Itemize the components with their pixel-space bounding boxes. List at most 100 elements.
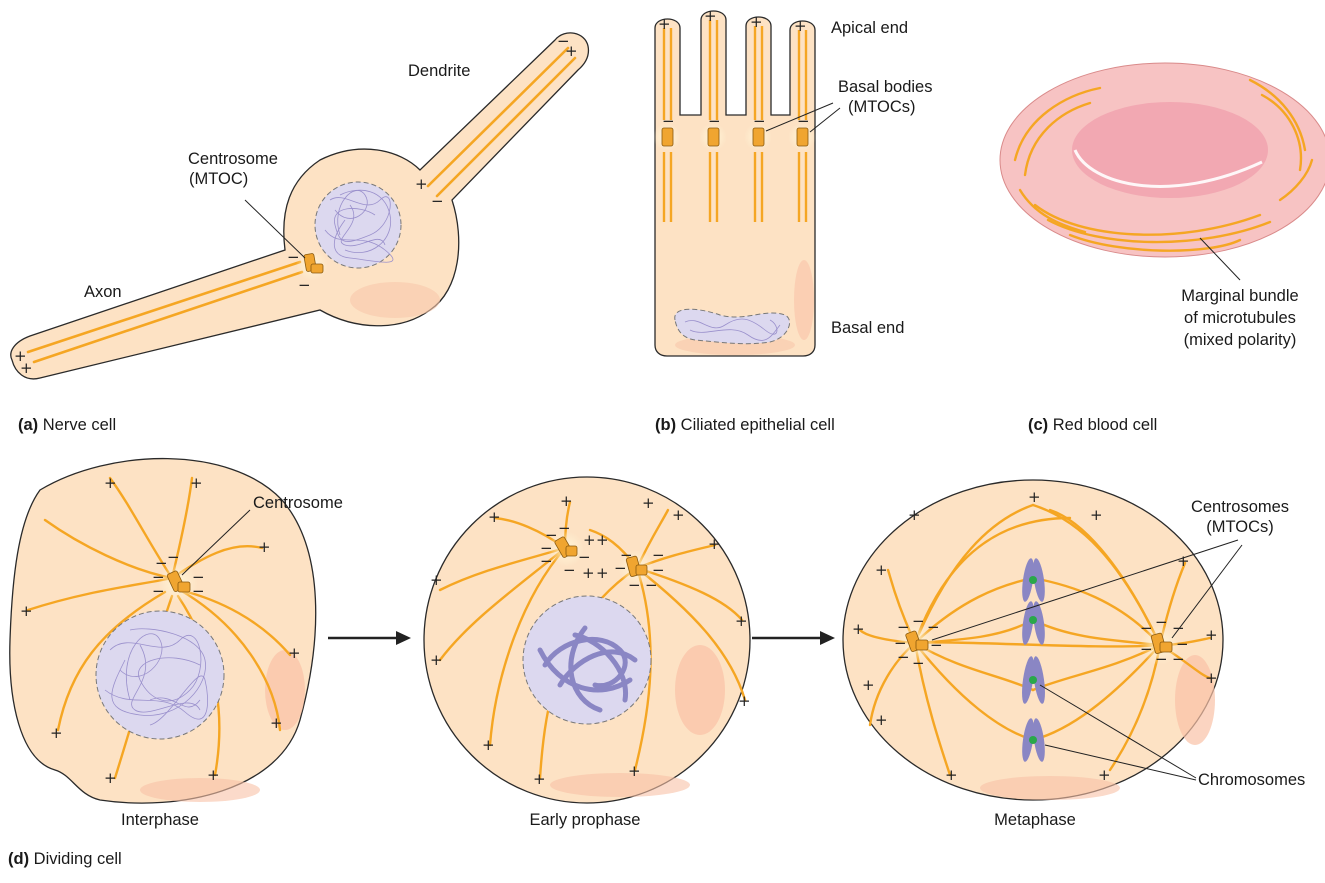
svg-text:+: + <box>708 535 721 553</box>
svg-text:+: + <box>596 564 609 582</box>
svg-text:−: − <box>152 582 165 600</box>
svg-text:+: + <box>488 508 501 526</box>
svg-text:−: − <box>1140 619 1153 637</box>
basal-bodies-label-line1: Basal bodies <box>838 77 932 97</box>
svg-text:+: + <box>750 13 763 31</box>
svg-text:−: − <box>897 648 910 666</box>
svg-text:−: − <box>540 552 553 570</box>
dendrite-label: Dendrite <box>408 61 470 81</box>
epithelial-cell-shading <box>794 260 814 340</box>
svg-text:+: + <box>533 770 546 788</box>
svg-text:−: − <box>287 248 300 266</box>
svg-text:+: + <box>1098 766 1111 784</box>
svg-text:−: − <box>1155 613 1168 631</box>
caption-a-letter: (a) <box>18 416 38 434</box>
svg-text:+: + <box>658 15 671 33</box>
svg-text:−: − <box>927 618 940 636</box>
svg-text:−: − <box>614 559 627 577</box>
svg-text:−: − <box>431 192 444 210</box>
interphase-shading-bottom <box>140 778 260 802</box>
svg-text:−: − <box>662 112 675 130</box>
caption-a-text: Nerve cell <box>43 416 116 434</box>
caption-d-text: Dividing cell <box>34 850 122 868</box>
nerve-cell-shading <box>350 282 440 318</box>
svg-text:+: + <box>583 531 596 549</box>
svg-text:−: − <box>912 612 925 630</box>
svg-text:−: − <box>167 548 180 566</box>
svg-text:+: + <box>258 538 271 556</box>
svg-text:+: + <box>875 561 888 579</box>
nerve-cell-nucleus <box>315 182 401 268</box>
svg-text:+: + <box>1090 506 1103 524</box>
svg-text:+: + <box>794 17 807 35</box>
svg-text:+: + <box>104 474 117 492</box>
red-blood-cell <box>1000 63 1325 280</box>
apical-end-label: Apical end <box>831 18 908 38</box>
svg-text:+: + <box>735 612 748 630</box>
marginal-bundle-label-line2: of microtubules <box>1150 308 1325 328</box>
early-prophase-cell: −− −− −− −− −− −− ++ ++ ++ ++ ++ ++ ++ +… <box>424 477 751 803</box>
caption-c: (c) Red blood cell <box>1028 416 1157 435</box>
svg-text:+: + <box>288 644 301 662</box>
basal-end-label: Basal end <box>831 318 904 338</box>
epithelial-cell-body <box>655 11 815 356</box>
svg-text:+: + <box>596 531 609 549</box>
axon-label: Axon <box>84 282 122 302</box>
svg-text:+: + <box>270 714 283 732</box>
epithelial-cell: + + + + − − − − <box>653 7 840 356</box>
centrosomes-label-line2: (MTOCs) <box>1165 517 1315 537</box>
stage-early-prophase-label: Early prophase <box>500 810 670 830</box>
svg-text:+: + <box>1205 626 1218 644</box>
svg-text:−: − <box>298 276 311 294</box>
svg-text:+: + <box>704 7 717 25</box>
svg-text:+: + <box>560 492 573 510</box>
svg-text:+: + <box>875 711 888 729</box>
chromosomes-label: Chromosomes <box>1198 770 1305 790</box>
svg-text:−: − <box>1172 650 1185 668</box>
caption-b: (b) Ciliated epithelial cell <box>655 416 835 435</box>
svg-text:−: − <box>930 636 943 654</box>
svg-text:−: − <box>708 112 721 130</box>
marginal-bundle-label-line3: (mixed polarity) <box>1150 330 1325 350</box>
svg-text:−: − <box>645 576 658 594</box>
svg-text:+: + <box>628 762 641 780</box>
svg-text:−: − <box>753 112 766 130</box>
arrow-2 <box>752 631 835 645</box>
centrosome-label-a-line2: (MTOC) <box>189 169 248 189</box>
caption-d-letter: (d) <box>8 850 29 868</box>
centrosomes-label-line1: Centrosomes <box>1165 497 1315 517</box>
svg-text:+: + <box>20 359 33 377</box>
svg-text:−: − <box>628 576 641 594</box>
svg-text:+: + <box>908 506 921 524</box>
nerve-cell: − − + + + − − + <box>11 32 589 379</box>
caption-d: (d) Dividing cell <box>8 850 122 869</box>
caption-b-letter: (b) <box>655 416 676 434</box>
centrosome-label-a-line1: Centrosome <box>188 149 278 169</box>
svg-text:+: + <box>190 474 203 492</box>
rbc-center <box>1072 102 1268 198</box>
svg-text:+: + <box>642 494 655 512</box>
svg-text:+: + <box>945 766 958 784</box>
caption-b-text: Ciliated epithelial cell <box>681 416 835 434</box>
svg-text:+: + <box>582 564 595 582</box>
svg-text:−: − <box>563 561 576 579</box>
svg-text:+: + <box>1205 669 1218 687</box>
svg-text:−: − <box>1155 650 1168 668</box>
svg-text:+: + <box>738 692 751 710</box>
svg-text:+: + <box>430 571 443 589</box>
prophase-shading-bottom <box>550 773 690 797</box>
centrosome-label-d: Centrosome <box>253 493 343 513</box>
stage-metaphase-label: Metaphase <box>975 810 1095 830</box>
svg-text:+: + <box>104 769 117 787</box>
arrow-1 <box>328 631 411 645</box>
svg-text:+: + <box>430 651 443 669</box>
svg-text:+: + <box>482 736 495 754</box>
svg-text:+: + <box>672 506 685 524</box>
svg-text:+: + <box>852 620 865 638</box>
svg-text:+: + <box>862 676 875 694</box>
svg-text:−: − <box>1140 640 1153 658</box>
svg-text:−: − <box>558 519 571 537</box>
stage-interphase-label: Interphase <box>90 810 230 830</box>
